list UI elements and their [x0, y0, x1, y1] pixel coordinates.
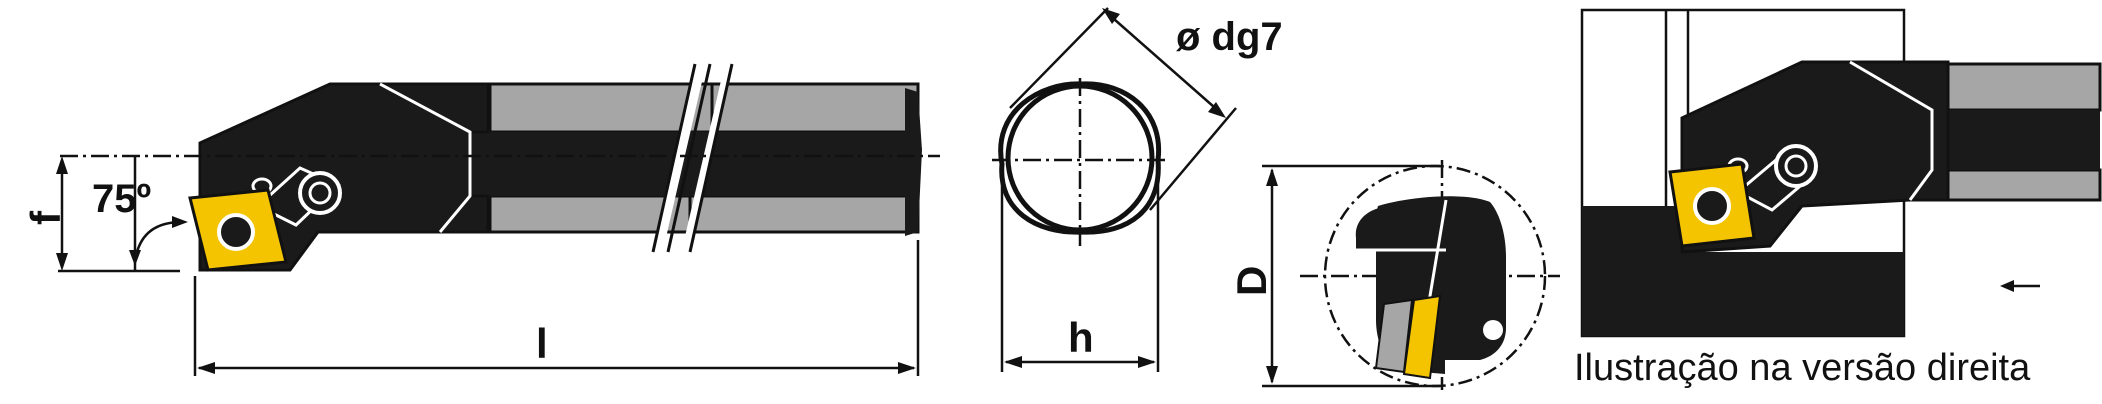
h-arrow-right — [1138, 356, 1156, 368]
f-label: f — [22, 210, 69, 225]
shank-end — [905, 88, 922, 236]
shank-center-band — [470, 132, 918, 196]
illus-shank-upper — [1946, 62, 2102, 112]
h-arrow-left — [1004, 356, 1022, 368]
dg7-arrow-bottom — [1208, 102, 1226, 118]
shank-lower-right — [688, 194, 920, 234]
h-label: h — [1068, 314, 1094, 361]
bore-front-view: D — [1228, 160, 1560, 390]
illus-bevel — [1849, 60, 1934, 201]
break-line-1-edge-b — [666, 63, 712, 253]
l-arrow-right — [898, 362, 916, 374]
head-bevel-line — [379, 82, 472, 233]
angle-arrow-bottom — [129, 250, 141, 266]
shank-lower-left — [488, 194, 692, 234]
dg7-label: ø dg7 — [1176, 15, 1283, 59]
clamp-screw-hex — [308, 181, 332, 205]
clamp-screw — [298, 171, 342, 215]
l-label: l — [536, 320, 548, 367]
dg7-ext-a — [1009, 7, 1109, 109]
break-line-2-edge — [688, 63, 734, 253]
break-line-2 — [682, 67, 732, 251]
dg7-arrow-top — [1102, 8, 1120, 24]
break-line-1-edge-a — [651, 63, 697, 253]
illus-clamp-screw — [1774, 144, 1818, 188]
insert-hole — [217, 213, 255, 251]
angle-arc — [133, 220, 183, 263]
bar-flat-top — [1355, 200, 1446, 250]
arrow-left-icon — [2000, 280, 2040, 292]
side-view: f 75º l — [22, 63, 940, 376]
workpiece-dark — [1582, 206, 1904, 336]
l-arrow-left — [197, 362, 215, 374]
illustration-caption: Ilustração na versão direita — [1574, 347, 2031, 389]
right-hand-illustration: Ilustração na versão direita — [1574, 8, 2102, 389]
illus-clamp-hex — [1784, 154, 1808, 178]
f-arrow-top — [56, 156, 68, 174]
bore-insert-yellow — [1402, 294, 1442, 380]
illus-insert-hole — [1693, 187, 1731, 225]
shank-upper-right — [710, 82, 920, 134]
break-line-1 — [653, 66, 705, 252]
angle-arrow-right — [172, 216, 188, 228]
illus-shank-band — [1934, 110, 2100, 170]
dg7-dim-line — [1105, 11, 1223, 115]
illus-shank-lower — [1946, 168, 2102, 202]
D-label: D — [1228, 266, 1275, 296]
D-arrow-bottom — [1266, 366, 1278, 384]
f-arrow-bottom — [56, 253, 68, 271]
shank-upper-left — [488, 82, 717, 134]
angle-label: 75º — [92, 177, 151, 221]
dg7-ext-b — [1149, 107, 1237, 211]
shank-section-view: ø dg7 h — [992, 7, 1283, 372]
D-arrow-top — [1266, 168, 1278, 186]
bar-hole — [1483, 320, 1503, 340]
